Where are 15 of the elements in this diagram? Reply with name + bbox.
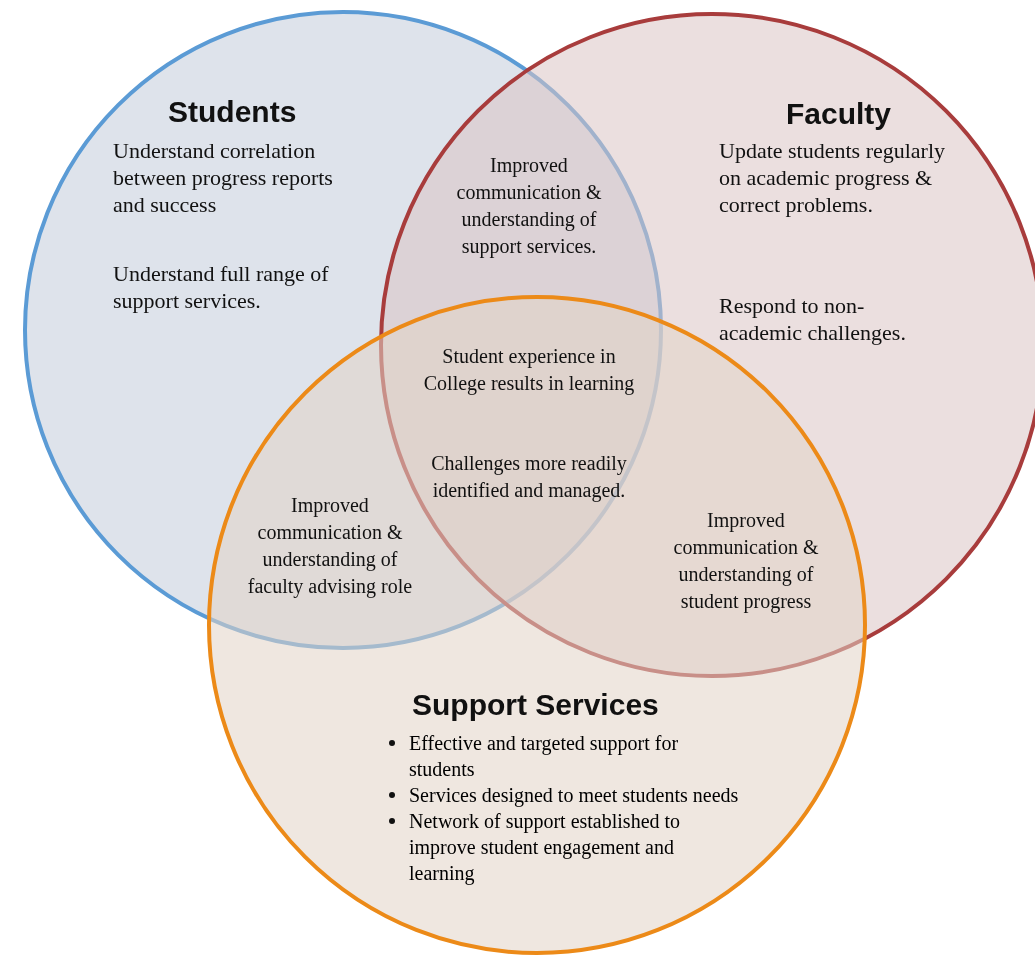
- body-text: Update students regularly on academic progress & correct problems.: [719, 137, 947, 218]
- overlap-text: Student experience in College results in learning: [422, 344, 636, 397]
- bullet-item: Effective and targeted support for students: [409, 730, 739, 782]
- body-text: Understand full range of support services.: [113, 260, 330, 314]
- overlap-text: Improved communication & understanding of faculty advising role: [246, 493, 414, 600]
- overlap-text: Improved communication & understanding of student progress: [672, 508, 820, 615]
- circle-heading: Faculty: [786, 97, 892, 131]
- overlap-text: Challenges more readily identified and managed.: [430, 451, 628, 504]
- circle-heading: Support Services: [412, 688, 659, 722]
- bullet-item: Network of support established to improve student engagement and learning: [409, 808, 739, 886]
- body-text: Understand correlation between progress reports and success: [113, 137, 334, 218]
- body-text: Respond to non-academic challenges.: [719, 292, 907, 346]
- overlap-text: Improved communication & understanding of support services.: [455, 153, 603, 260]
- bullet-item: Services designed to meet students needs: [409, 782, 739, 808]
- circle-heading: Students: [168, 95, 297, 129]
